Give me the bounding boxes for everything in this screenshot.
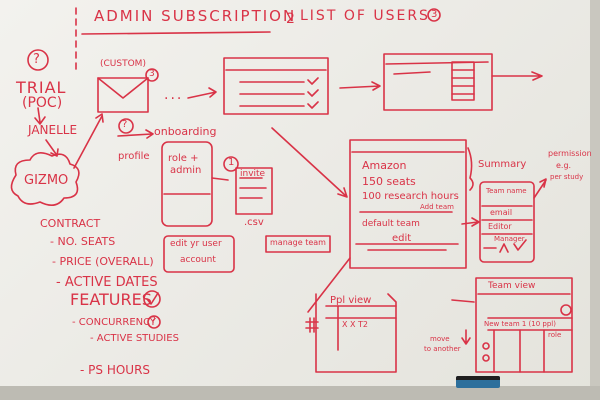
arrow-onboarding [117, 129, 154, 139]
whiteboard-tray [0, 386, 600, 400]
arrow-to-ppl-view [307, 257, 351, 313]
manager-label: Manager [494, 235, 525, 243]
janelle-label: JANELLE [28, 123, 78, 137]
poc-label: (POC) [22, 95, 63, 111]
arrow-permission [533, 178, 547, 199]
team-view-sketch [475, 277, 573, 373]
onboarding-label: onboarding [154, 125, 217, 138]
summary-label: Summary [478, 159, 527, 170]
custom-label: (CUSTOM) [100, 59, 146, 69]
ppl-view-title: Ppl view [330, 295, 372, 306]
eraser-felt [456, 376, 500, 380]
question-mark-mid: ? [122, 119, 128, 130]
team-view-arrow [451, 299, 475, 303]
circle-small-email [145, 68, 159, 82]
active-studies-label: - ACTIVE STUDIES [90, 333, 179, 344]
envelope-icon [97, 77, 149, 113]
user-panel-sketch [479, 181, 535, 263]
ppl-view-sketch [315, 293, 397, 373]
default-team-label: default team [362, 219, 420, 229]
account-panel-sketch [349, 139, 467, 269]
email-label: email [490, 208, 513, 217]
circle-3-label: 3 [431, 9, 438, 20]
seats-label: 150 seats [362, 175, 416, 188]
circle-1 [223, 156, 239, 172]
arrow-form1-to-form2 [339, 81, 381, 91]
permission-label-1: permission [548, 149, 592, 158]
no-seats-label: - NO. SEATS [50, 235, 116, 248]
summary-brace [467, 147, 474, 191]
price-label: - PRICE (OVERALL) [52, 255, 154, 268]
invite-doc-sketch [235, 167, 273, 215]
profile-phone-sketch [161, 141, 213, 227]
concurrency-question-circle [147, 315, 161, 329]
concurrency-question: ? [151, 316, 156, 326]
arrow-to-invite [211, 177, 229, 181]
move-note-2: to another [424, 345, 461, 353]
move-note-1: move [430, 335, 450, 343]
profile-label: profile [118, 151, 150, 162]
arrow-gizmo-to-email [73, 113, 104, 169]
arrow-trial-to-janelle [34, 107, 46, 125]
heading-admin-subscription: ADMIN SUBSCRIPTION [94, 7, 297, 25]
role-label: role [548, 331, 562, 339]
add-team-label: Add team [420, 203, 454, 211]
arrow-to-account [271, 127, 348, 198]
edit-account-box [163, 235, 235, 273]
heading-list-of-users: LIST OF USERS [300, 8, 430, 24]
circle-2-label: 2 [286, 11, 295, 27]
ps-hours-label: - PS HOURS [80, 363, 151, 377]
form-sketch-2 [383, 53, 493, 111]
features-label: FEATURES [70, 290, 152, 309]
company-label: Amazon [362, 159, 407, 172]
edit-label: edit [392, 233, 412, 244]
form-sketch-1 [223, 57, 329, 115]
trial-label: TRIAL [16, 78, 67, 97]
circle-1-label: 1 [228, 157, 235, 168]
new-team-label: New team 1 (10 ppl) [484, 320, 556, 328]
features-check-circle [143, 290, 161, 308]
circle-3 [427, 8, 441, 22]
question-circle-top-left [27, 49, 49, 71]
manage-team-box [265, 235, 331, 253]
manage-team-label: manage team [270, 238, 326, 247]
question-circle-mid [118, 118, 134, 134]
contract-label: CONTRACT [40, 217, 101, 230]
arrow-to-user-panel [461, 217, 480, 227]
whiteboard-frame-right [590, 0, 600, 400]
edit-user-label-2: account [180, 255, 216, 265]
heading-underline [81, 31, 271, 35]
gizmo-label: GIZMO [24, 173, 69, 188]
permission-label-3: per study [550, 173, 584, 181]
arrow-email-to-form [187, 87, 217, 99]
team-view-title: Team view [488, 281, 536, 291]
arrow-form2-out [491, 71, 543, 81]
question-mark-top-left: ? [33, 52, 40, 67]
role-admin-label-1: role + [168, 153, 199, 164]
concurrency-label: - CONCURRENCY [72, 317, 157, 328]
ppl-view-hash [305, 317, 319, 333]
csv-label: .csv [244, 217, 264, 228]
hours-label: 100 research hours [362, 191, 459, 202]
edit-user-label-1: edit yr user [170, 239, 222, 249]
ppl-view-cells: X X T2 [342, 320, 369, 329]
arrow-janelle-to-gizmo [45, 139, 59, 157]
team-name-label: Team name [486, 187, 527, 195]
circle-small-email-label: 3 [149, 69, 155, 79]
editor-label: Editor [488, 222, 512, 231]
ellipsis-mark: ... [164, 87, 184, 103]
invite-label: invite [240, 169, 266, 179]
gizmo-cloud [10, 152, 80, 206]
role-admin-label-2: admin [170, 165, 202, 176]
permission-label-2: e.g. [556, 161, 572, 170]
active-dates-label: - ACTIVE DATES [56, 275, 158, 290]
